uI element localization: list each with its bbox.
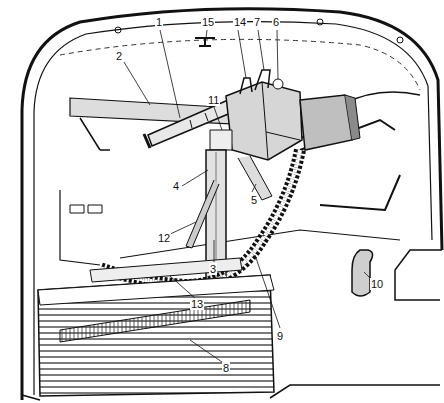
callout-number: 1 <box>155 16 163 28</box>
callout-number: 12 <box>157 232 171 244</box>
callout-number: 4 <box>172 180 180 192</box>
callout-number: 9 <box>276 330 284 342</box>
callout-number: 11 <box>207 94 220 106</box>
callout-number: 14 <box>233 16 247 28</box>
callout-number: 5 <box>250 194 258 206</box>
callout-number: 2 <box>115 50 123 62</box>
callout-number: 3 <box>209 263 217 275</box>
callout-number: 7 <box>253 16 261 28</box>
callout-number: 15 <box>201 16 215 28</box>
callout-number: 8 <box>222 362 230 374</box>
callout-number: 13 <box>190 298 204 310</box>
callout-number: 6 <box>272 16 280 28</box>
callout-number: 10 <box>370 278 384 290</box>
